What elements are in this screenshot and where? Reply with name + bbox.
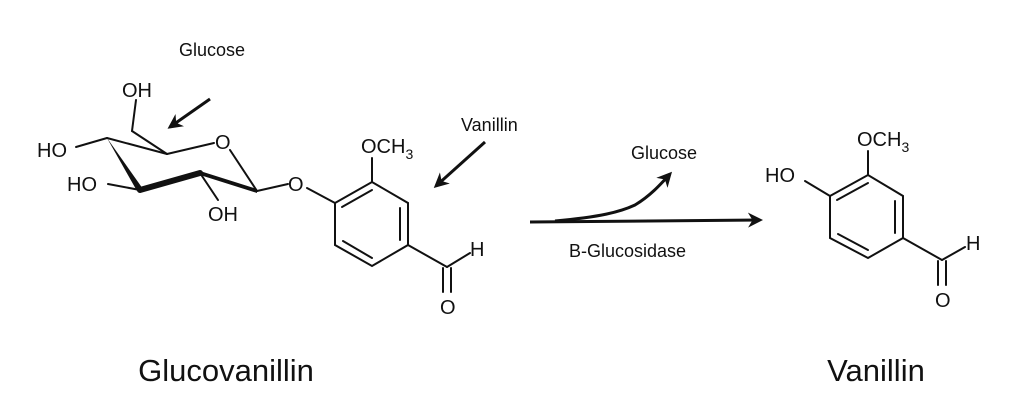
reaction-arrow — [529, 212, 763, 228]
atom-hydroxyl: HO — [765, 165, 795, 187]
benzene-ring — [306, 157, 471, 293]
wedge-bond — [107, 138, 143, 191]
glucose-ring — [75, 99, 289, 201]
atom-oh: OH — [208, 204, 238, 226]
atom-aldehyde-h: H — [470, 239, 484, 261]
vanillin-annotation: Vanillin — [461, 115, 518, 135]
glucose-annotation: Glucose — [179, 40, 245, 60]
atom-ho: HO — [67, 174, 97, 196]
reactant-name: Glucovanillin — [138, 353, 314, 388]
vanillin-structure — [804, 150, 966, 286]
enzyme-label: B-Glucosidase — [569, 241, 686, 261]
glucovanillin-structure: OH HO HO OH O O OCH3 H O Glucose Vanilli… — [37, 40, 518, 319]
atom-ring-oxygen: O — [215, 132, 231, 154]
atom-methoxy: OCH3 — [857, 129, 909, 155]
atom-methoxy: OCH3 — [361, 136, 413, 162]
byproduct-arrow — [554, 171, 673, 223]
wedge-bond — [200, 171, 257, 193]
atom-oh: OH — [122, 80, 152, 102]
product-name: Vanillin — [827, 353, 925, 388]
atom-aldehyde-o: O — [440, 297, 456, 319]
atom-aldehyde-h: H — [966, 233, 980, 255]
glucose-pointer-arrow — [167, 97, 211, 129]
atom-glycosidic-oxygen: O — [288, 174, 304, 196]
vanillin-pointer-arrow — [433, 140, 487, 189]
atom-ho: HO — [37, 140, 67, 162]
atom-aldehyde-o: O — [935, 290, 951, 312]
byproduct-label: Glucose — [631, 143, 697, 163]
